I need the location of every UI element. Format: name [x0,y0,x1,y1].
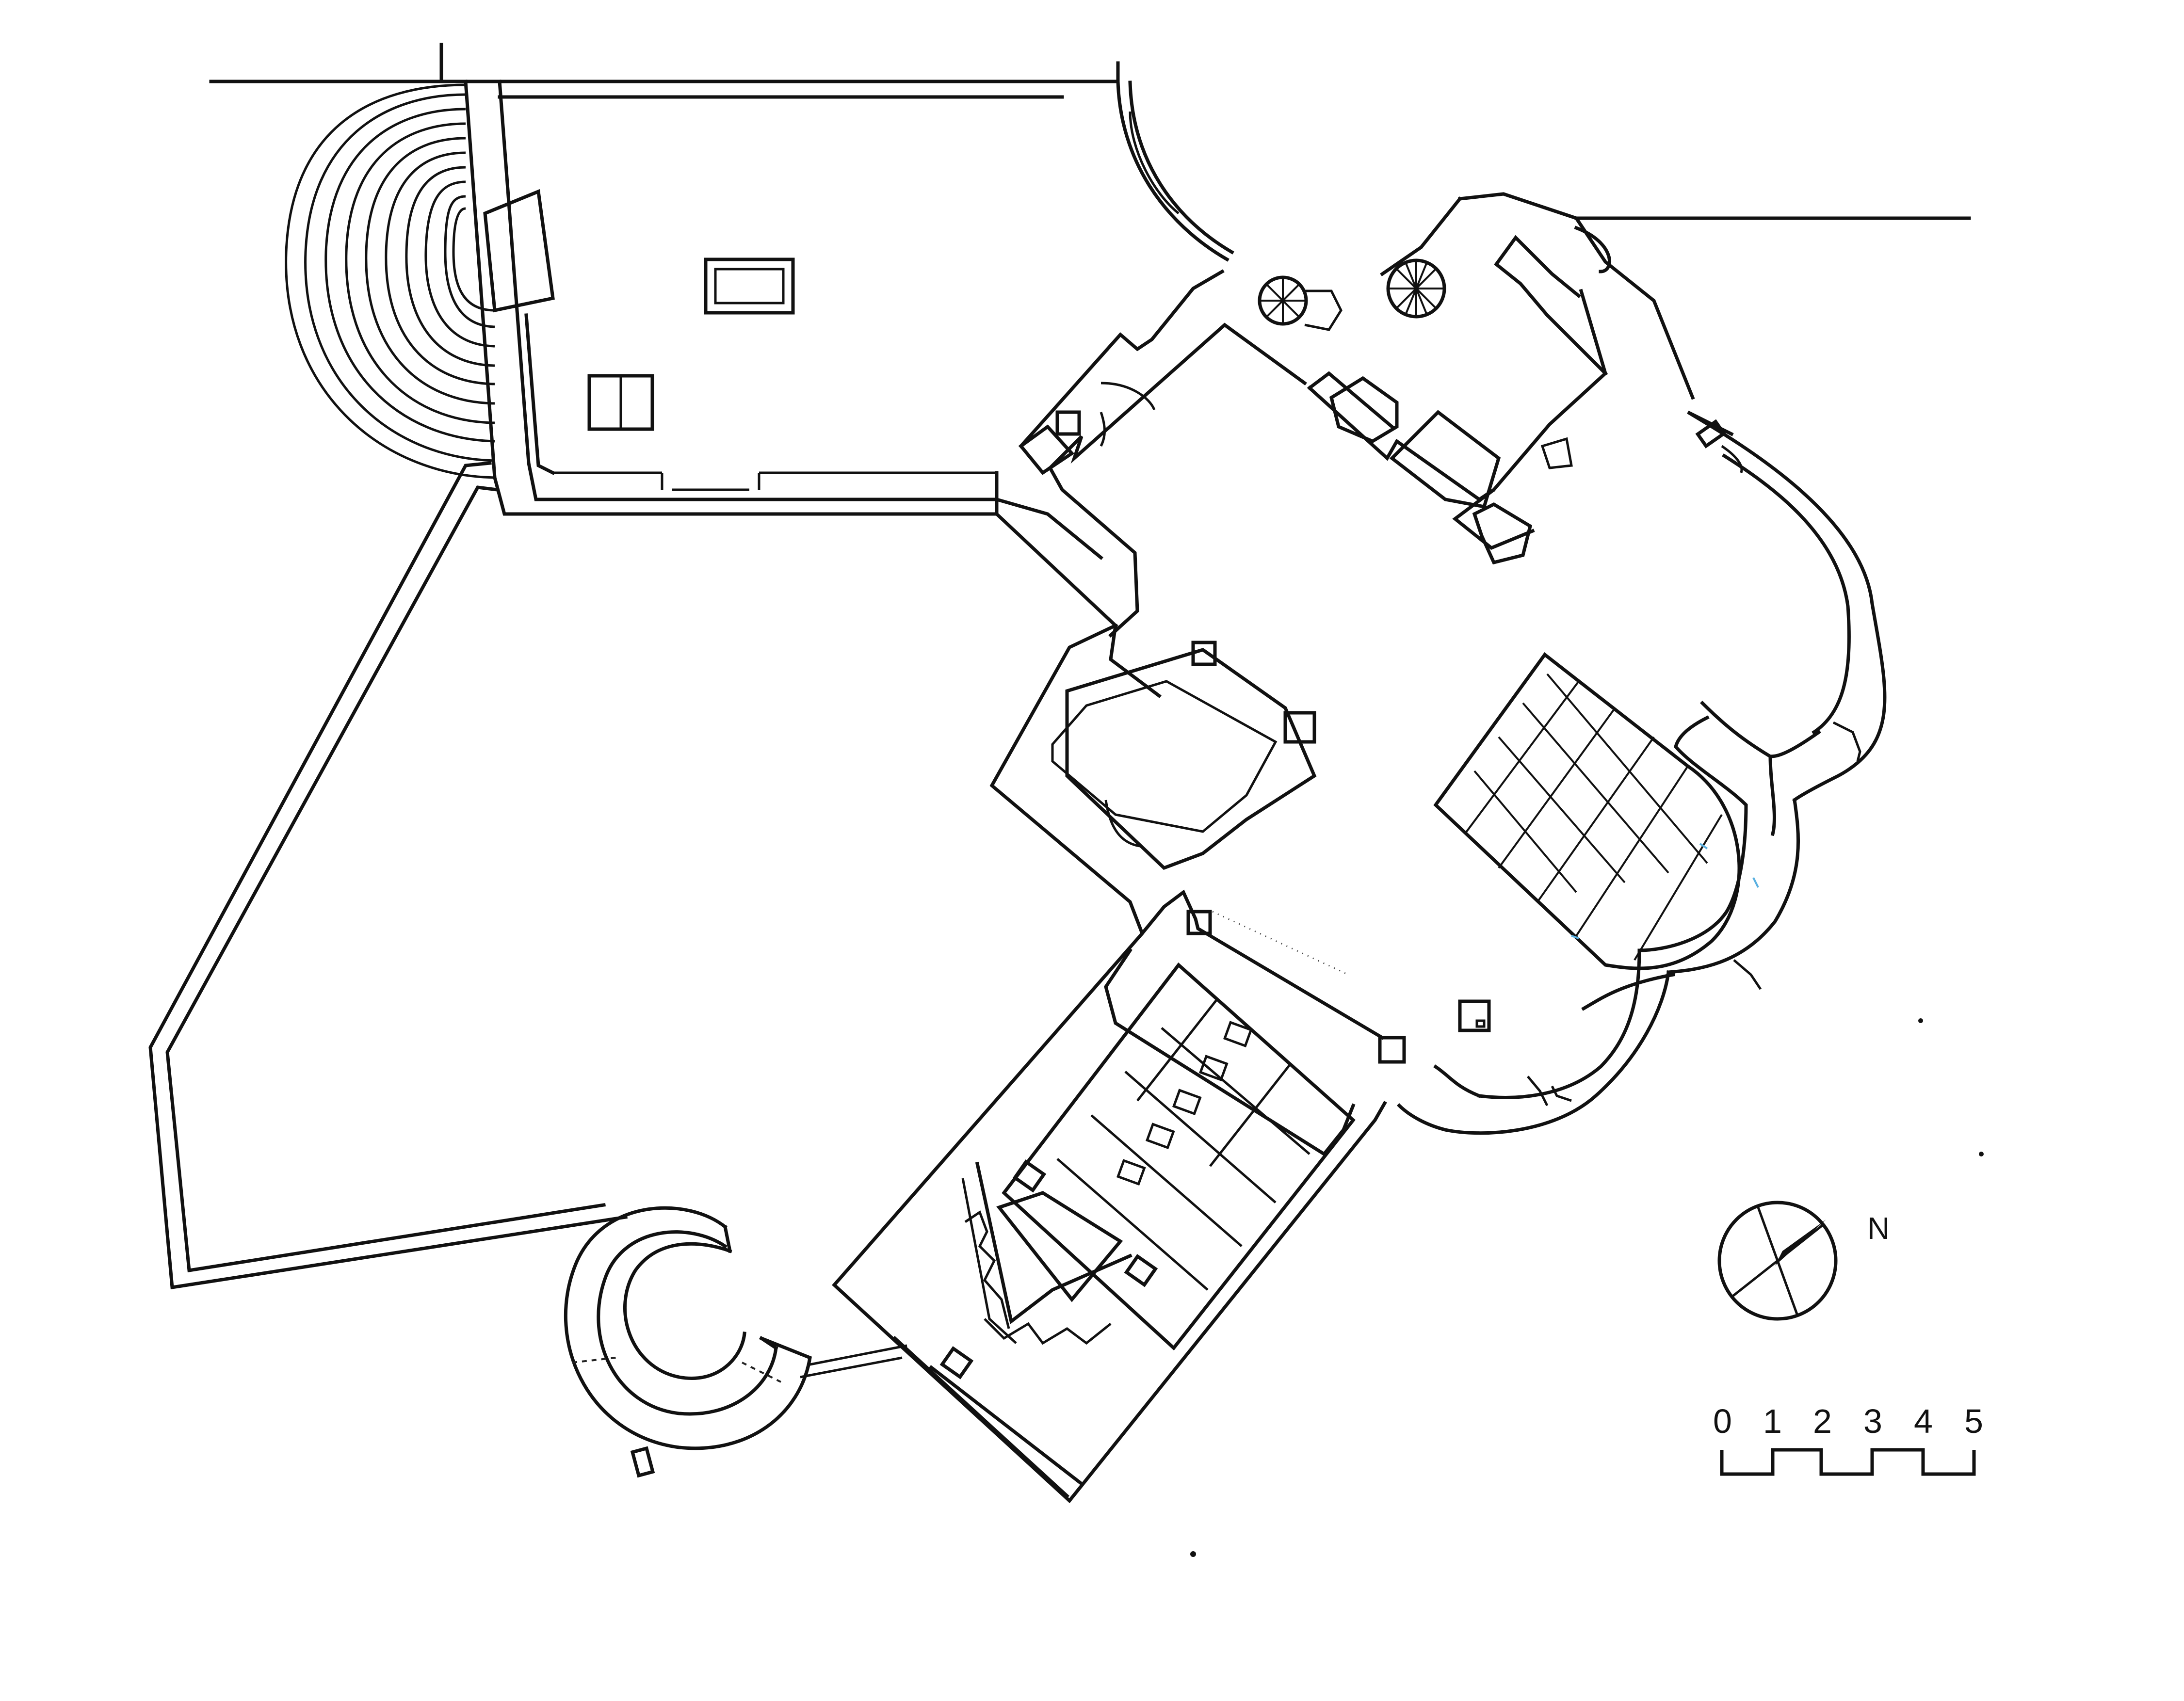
lower-garden-outline [148,461,628,1290]
north-label: N [1867,1211,1890,1246]
north-arrow: N [1717,1201,1890,1321]
south-wing-stairs [892,911,1356,1498]
stray-mark [1979,1152,1984,1156]
stepped-amphitheatre [285,83,495,479]
scale-tick-2: 2 [1813,1402,1832,1440]
main-building-walls [832,192,1887,1504]
scale-bar: 0 1 2 3 4 5 [1713,1402,1983,1476]
upper-courtyard [464,80,1064,516]
scale-tick-4: 4 [1914,1402,1933,1440]
north-arrow-icon [1775,1220,1826,1266]
scale-tick-3: 3 [1863,1402,1882,1440]
stray-mark [1190,1551,1196,1557]
stray-mark [1918,1018,1923,1023]
circular-pavilion [564,1206,907,1478]
grid-paving [1464,673,1723,961]
curved-terrace-wall [1116,80,1234,262]
scale-tick-1: 1 [1763,1402,1782,1440]
scale-tick-5: 5 [1964,1402,1983,1440]
site-boundary-lines [209,43,1971,220]
spiral-stair-west [1258,275,1343,331]
spiral-stair-east [1386,258,1446,319]
scale-tick-0: 0 [1713,1402,1732,1440]
